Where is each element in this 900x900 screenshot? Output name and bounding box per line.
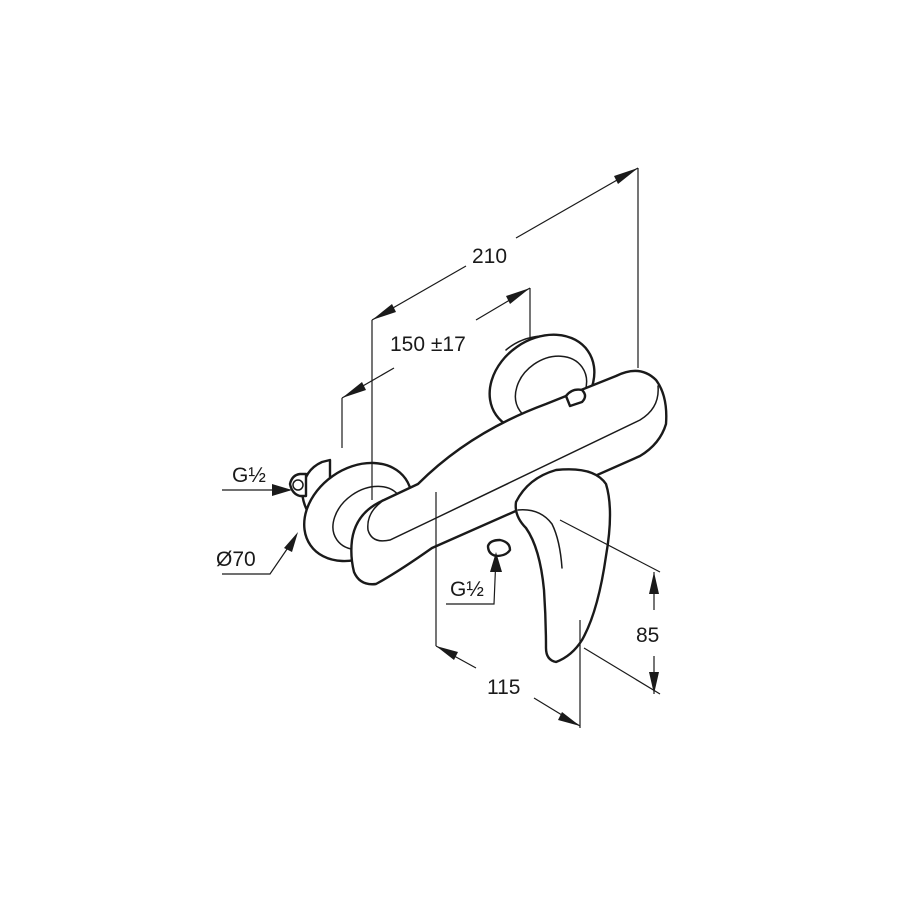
dimension-150 — [341, 287, 531, 448]
label-thread-left: G½ — [232, 464, 266, 487]
leader-thread-bottom — [446, 552, 502, 605]
label-85: 85 — [636, 624, 659, 647]
dimension-115 — [435, 492, 581, 728]
leader-diameter — [222, 532, 298, 575]
label-thread-bottom: G½ — [450, 578, 484, 601]
label-210: 210 — [472, 245, 507, 268]
lever-handle — [514, 468, 612, 664]
dimension-210 — [371, 167, 639, 500]
label-150-tolerance: 150 ±17 — [390, 333, 466, 356]
label-115: 115 — [487, 676, 520, 699]
dimension-85 — [559, 519, 661, 695]
label-diameter: Ø70 — [216, 548, 256, 571]
mixer-body — [350, 369, 668, 586]
leader-thread-left — [222, 484, 292, 496]
front-escutcheon — [288, 458, 413, 563]
